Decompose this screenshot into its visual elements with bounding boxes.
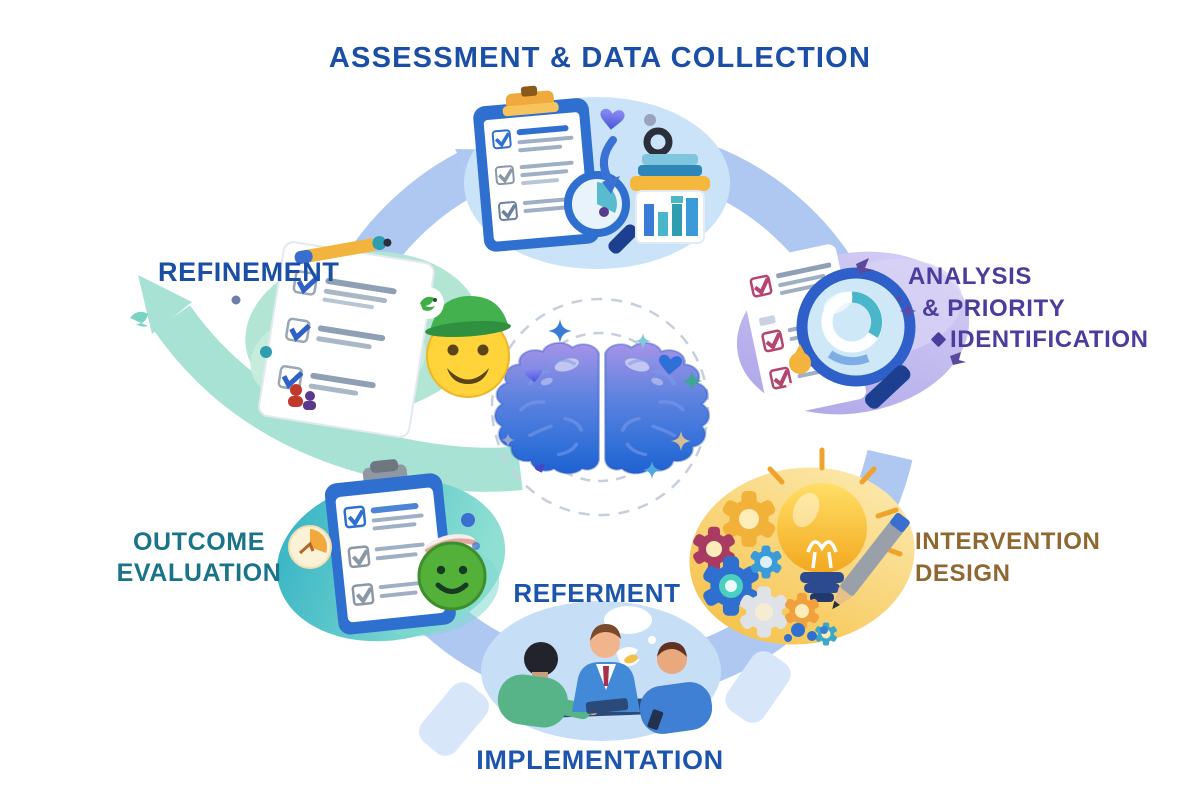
checklist-row xyxy=(351,580,429,606)
checklist-row xyxy=(498,196,577,221)
light-swoosh xyxy=(419,682,489,756)
node-implementation-illustration xyxy=(419,601,791,756)
dot-decoration xyxy=(231,295,241,305)
analysis-label-decorations xyxy=(896,296,946,347)
checklist-row xyxy=(347,542,425,569)
smiley-emoji-icon xyxy=(425,296,511,398)
checklist-row xyxy=(277,365,376,396)
checklist-sheet-icon xyxy=(258,241,435,438)
node-assessment-illustration xyxy=(464,85,730,269)
node-outcome-illustration xyxy=(276,459,506,642)
label-intervention-design: INTERVENTION DESIGN xyxy=(915,526,1100,590)
checklist-row xyxy=(343,503,424,531)
label-analysis-line1: ANALYSIS xyxy=(908,263,1032,290)
magnifier-icon xyxy=(796,267,916,409)
light-swoosh xyxy=(725,651,791,723)
checklist-row xyxy=(494,160,574,186)
label-implementation: IMPLEMENTATION xyxy=(476,745,724,775)
bird-icon xyxy=(856,258,874,274)
curved-arrow-head xyxy=(602,176,620,194)
label-outcome-evaluation: OUTCOME EVALUATION xyxy=(88,527,310,589)
dot-decoration xyxy=(461,513,475,527)
label-referment: REFERMENT xyxy=(513,578,681,608)
pencil-icon xyxy=(832,512,910,610)
label-outcome-line1: OUTCOME xyxy=(133,528,265,556)
label-intervention-line1: INTERVENTION xyxy=(915,528,1101,555)
curved-arrow-icon xyxy=(599,136,617,184)
node-intervention-illustration xyxy=(689,447,915,646)
checklist-row xyxy=(292,270,397,310)
checklist-row xyxy=(491,125,574,153)
checklist-row xyxy=(749,262,832,298)
return-arrow-detail xyxy=(130,311,148,327)
dot-decoration xyxy=(896,296,902,302)
dot-decoration xyxy=(644,114,656,126)
label-outcome-line2: EVALUATION xyxy=(116,559,282,587)
dot-decoration xyxy=(472,542,480,550)
speech-bubble xyxy=(604,606,652,634)
label-analysis-line3: IDENTIFICATION xyxy=(950,326,1149,353)
dot-decoration xyxy=(260,346,272,358)
node-analysis-illustration xyxy=(736,244,970,417)
checklist-row xyxy=(285,317,386,350)
dashed-orbit-outer xyxy=(490,297,710,517)
return-arrow xyxy=(130,275,523,492)
brain-icon xyxy=(493,343,709,473)
diamond-icon xyxy=(931,332,946,347)
gears-icon xyxy=(691,490,838,646)
smiley-face-icon xyxy=(417,534,487,611)
yellow-drop-icon xyxy=(785,344,811,391)
bird-badge-icon xyxy=(412,287,444,319)
center-brain-illustration xyxy=(490,297,710,517)
node-refinement-illustration xyxy=(231,236,511,438)
data-chart-building-icon xyxy=(630,127,710,244)
tiny-people-icon xyxy=(288,384,316,410)
person-middle xyxy=(572,624,640,714)
label-assessment-data-collection: ASSESSMENT & DATA COLLECTION xyxy=(328,42,872,74)
person-right xyxy=(639,642,713,734)
label-intervention-line2: DESIGN xyxy=(915,560,1011,587)
clipboard-icon xyxy=(324,459,456,635)
pie-chart-coin-icon xyxy=(288,525,332,569)
label-analysis-line2: & PRIORITY xyxy=(922,295,1066,322)
ink-splat-decoration xyxy=(784,623,828,642)
bird-icon xyxy=(950,352,966,365)
team-discussion-icon xyxy=(497,606,713,734)
lightbulb-icon xyxy=(745,447,903,602)
label-refinement: REFINEMENT xyxy=(158,257,340,287)
person-left xyxy=(497,642,599,728)
pencil-icon xyxy=(294,236,392,264)
